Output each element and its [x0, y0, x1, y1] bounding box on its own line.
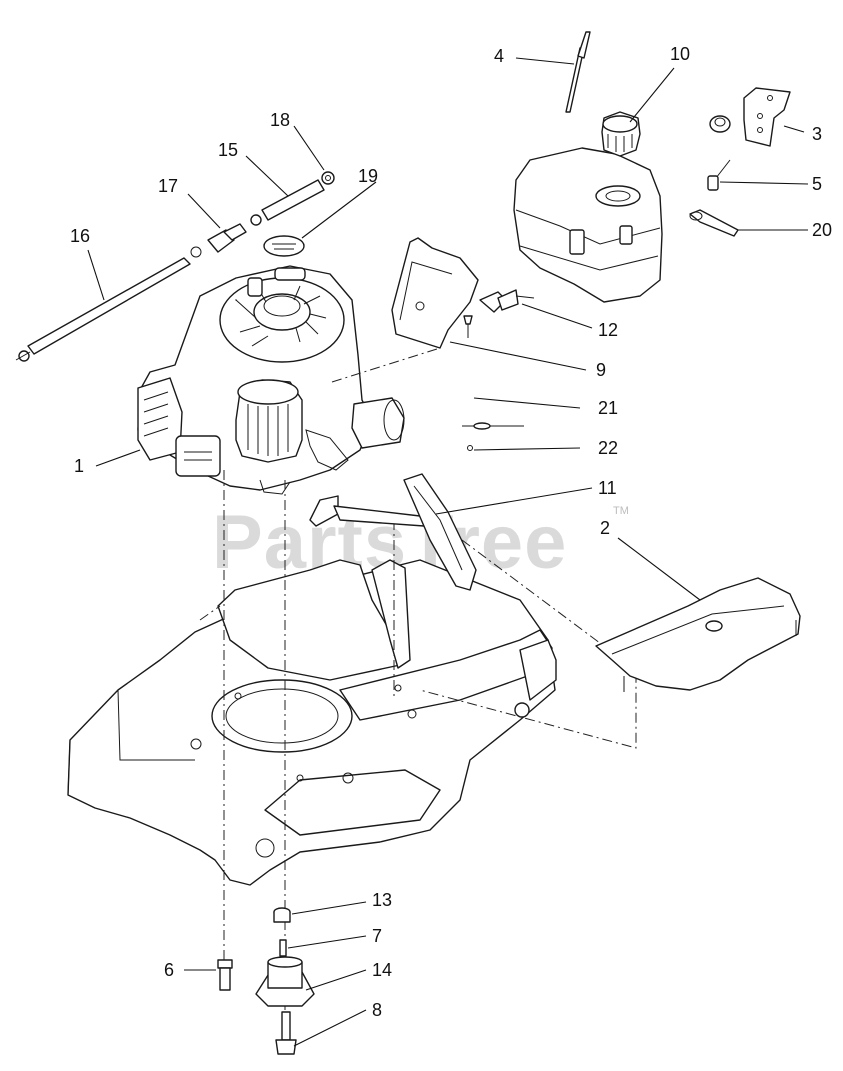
- fuel-filter: [190, 223, 247, 258]
- callout-10: 10: [670, 44, 690, 64]
- callout-8: 8: [372, 1000, 382, 1020]
- callout-4: 4: [494, 46, 504, 66]
- fuel-cap: [601, 111, 641, 157]
- callout-18: 18: [270, 110, 290, 130]
- blade-adapter-14: [255, 956, 315, 1007]
- callout-16: 16: [70, 226, 90, 246]
- callout-9: 9: [596, 360, 606, 380]
- mower-deck: [67, 559, 557, 886]
- callout-20: 20: [812, 220, 832, 240]
- cable-22: [462, 422, 524, 451]
- baffle: [595, 577, 801, 692]
- hose-clamp: [321, 171, 335, 185]
- callout-6: 6: [164, 960, 174, 980]
- callout-21: 21: [598, 398, 618, 418]
- watermark-tm: TM: [613, 505, 629, 517]
- callout-5: 5: [812, 174, 822, 194]
- callout-15: 15: [218, 140, 238, 160]
- callout-17: 17: [158, 176, 178, 196]
- cable-clip: [689, 209, 739, 237]
- callout-1: 1: [74, 456, 84, 476]
- callout-22: 22: [598, 438, 618, 458]
- dipstick: [565, 31, 591, 113]
- blade-brake-lever: [309, 473, 477, 591]
- callout-19: 19: [358, 166, 378, 186]
- engine-bracket: [391, 237, 507, 349]
- callout-3: 3: [812, 124, 822, 144]
- callout-11: 11: [598, 478, 617, 498]
- engine: [137, 265, 405, 495]
- leader-lines: [87, 57, 809, 1047]
- fuel-hose: [250, 179, 325, 226]
- spacer-13: [273, 907, 291, 923]
- bolt-6: [217, 959, 233, 991]
- fuel-line: [15, 257, 191, 362]
- callout-2: 2: [600, 518, 610, 538]
- callout-labels: 1 2 3 4 5 6 7 8 9 10 11 12 13 14 15 16 1…: [70, 44, 832, 1020]
- screw-21: [463, 315, 473, 338]
- cable-bracket: [709, 87, 791, 147]
- callout-12: 12: [598, 320, 618, 340]
- decal: [263, 235, 305, 257]
- callout-14: 14: [372, 960, 392, 980]
- callout-7: 7: [372, 926, 382, 946]
- wire-5: [707, 159, 731, 191]
- callout-13: 13: [372, 890, 392, 910]
- bolt-8: [275, 1011, 297, 1055]
- pin-7: [279, 939, 287, 957]
- fuel-tank: [513, 147, 663, 303]
- bolt-12: [497, 289, 535, 311]
